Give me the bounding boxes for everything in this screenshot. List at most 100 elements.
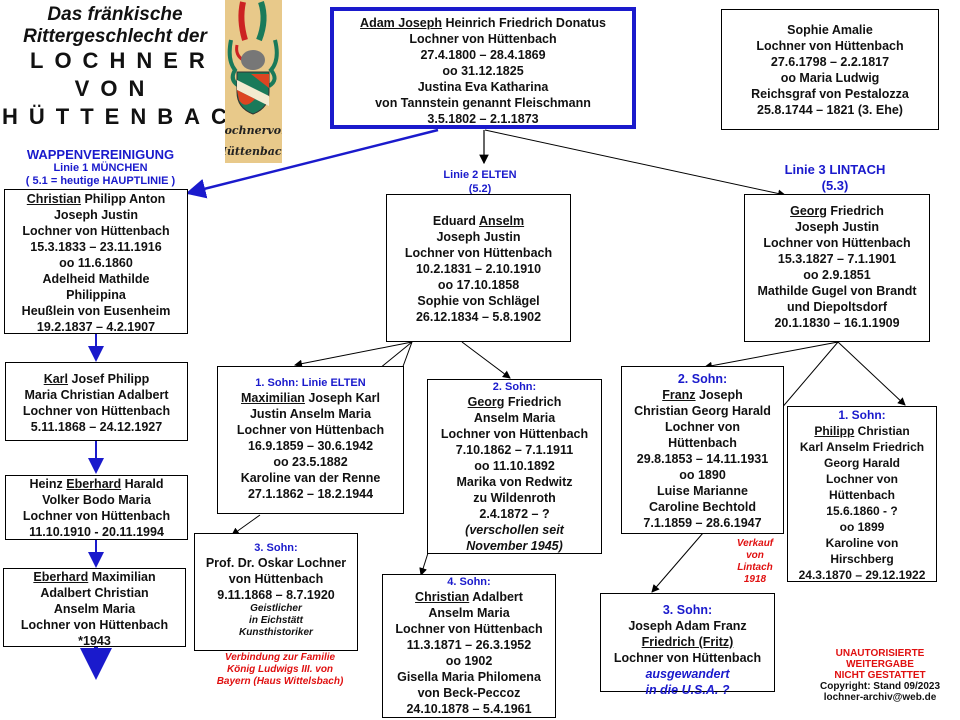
- karl-name-rest: Josef Philipp: [68, 372, 150, 386]
- philipp-line: Karoline von: [825, 536, 899, 550]
- georg-l2-line: Anselm Maria: [473, 411, 556, 425]
- christian-line: 15.3.1833 – 23.11.1916: [30, 240, 162, 254]
- person-box-christian-adalbert[interactable]: 4. Sohn: Christian Adalbert Anselm Maria…: [382, 574, 556, 718]
- georg-l2-line: 7.10.1862 – 7.1.1911: [455, 443, 574, 457]
- maximilian-given-name: Maximilian: [241, 391, 305, 405]
- maximilian-line: oo 23.5.1882: [273, 455, 348, 469]
- oskar-red-note: Verbindung zur Familie König Ludwigs III…: [205, 652, 355, 688]
- label-linie1-muenchen: Linie 1 MÜNCHEN: [53, 162, 148, 174]
- eduard-line: Sophie von Schlägel: [417, 294, 540, 308]
- christian-line: oo 11.6.1860: [59, 256, 133, 270]
- philipp-given-name: Philipp: [814, 424, 855, 438]
- philipp-name-rest: Christian: [854, 424, 910, 438]
- eberhard-line: Anselm Maria: [53, 602, 136, 616]
- connector-georg-christian: [419, 552, 429, 576]
- christian-l2-line: 24.10.1878 – 5.4.1961: [406, 702, 532, 716]
- philipp-line: oo 1899: [839, 520, 885, 534]
- person-box-georg-elten[interactable]: 2. Sohn: Georg Friedrich Anselm Maria Lo…: [427, 379, 602, 554]
- franz-name-rest: Joseph: [695, 388, 743, 402]
- root-line: 3.5.1802 – 2.1.1873: [427, 112, 539, 126]
- sister-line: oo Maria Ludwig: [780, 71, 880, 85]
- label-wappenvereinigung: WAPPENVEREINIGUNG: [26, 147, 175, 162]
- connector-eduard-maximilian: [294, 341, 413, 368]
- franz-line: Hüttenbach: [668, 436, 737, 450]
- eduard-given-name: Anselm: [478, 214, 525, 228]
- christian-l2-heading: 4. Sohn:: [447, 576, 491, 588]
- person-box-fritz[interactable]: 3. Sohn: Joseph Adam Franz Friedrich (Fr…: [600, 593, 775, 697]
- label-linie2-elten: Linie 2 ELTEN: [443, 169, 517, 181]
- warning-line: NICHT GESTATTET: [834, 670, 926, 681]
- person-box-oskar[interactable]: 3. Sohn: Prof. Dr. Oskar Lochner von Hüt…: [194, 533, 358, 651]
- eduard-line: Lochner von Hüttenbach: [404, 246, 553, 260]
- christian-l2-line: Gisella Maria Philomena: [397, 670, 541, 684]
- oskar-red-note-line: Bayern (Haus Wittelsbach): [216, 676, 344, 687]
- franz-red-note-line: von: [746, 550, 764, 561]
- heinz-name-pre: Heinz: [29, 477, 67, 491]
- christian-l2-line: oo 1902: [445, 654, 493, 668]
- franz-line: Luise Marianne: [657, 484, 748, 498]
- eduard-line: 10.2.1831 – 2.10.1910: [415, 262, 542, 276]
- oskar-note: in Eichstätt: [249, 615, 303, 626]
- label-hauptlinie: ( 5.1 = heutige HAUPTLINIE ): [25, 175, 176, 187]
- copyright-text: Copyright: Stand 09/2023: [819, 681, 941, 692]
- person-box-adam-joseph[interactable]: Adam Joseph Heinrich Friedrich Donatus L…: [330, 7, 636, 129]
- label-linie3-number: (5.3): [821, 178, 849, 193]
- franz-line: oo 1890: [679, 468, 726, 482]
- label-linie2-number: (5.2): [468, 183, 492, 195]
- georg-l2-line: oo 11.10.1892: [474, 459, 555, 473]
- christian-given-name: Christian: [26, 192, 81, 206]
- sister-line: 27.6.1798 – 2.2.1817: [770, 55, 890, 69]
- person-box-karl[interactable]: Karl Josef Philipp Maria Christian Adalb…: [5, 362, 188, 441]
- georg-l2-given-name: Georg: [467, 395, 505, 409]
- maximilian-line: 27.1.1862 – 18.2.1944: [247, 487, 374, 501]
- eberhard-line: *1943: [78, 634, 111, 648]
- georg-l3-line: Joseph Justin: [794, 220, 880, 234]
- christian-line: Adelheid Mathilde: [42, 272, 150, 286]
- georg-l3-line: und Diepoltsdorf: [787, 300, 887, 314]
- person-box-heinz-eberhard[interactable]: Heinz Eberhard Harald Volker Bodo Maria …: [5, 475, 188, 540]
- fritz-given-name: Friedrich (Fritz): [641, 635, 734, 649]
- philipp-line: 24.3.1870 – 29.12.1922: [798, 568, 926, 582]
- fritz-note: in die U.S.A. ?: [645, 683, 730, 697]
- georg-l2-line: zu Wildenroth: [473, 491, 556, 505]
- root-given-name: Adam Joseph: [360, 16, 443, 30]
- root-line: von Tannstein genannt Fleischmann: [375, 96, 591, 110]
- person-box-maximilian[interactable]: 1. Sohn: Linie ELTEN Maximilian Joseph K…: [217, 366, 404, 514]
- warning-line: WEITERGABE: [846, 659, 914, 670]
- root-line: Justina Eva Katharina: [417, 80, 549, 94]
- title-line-2: Rittergeschlecht der: [23, 26, 207, 47]
- contact-email[interactable]: lochner-archiv@web.de: [823, 692, 937, 703]
- sister-line: Sophie Amalie: [787, 23, 873, 37]
- copyright-block: UNAUTORISIERTE WEITERGABE NICHT GESTATTE…: [805, 648, 955, 703]
- franz-line: 7.1.1859 – 28.6.1947: [643, 516, 762, 530]
- karl-line: Lochner von Hüttenbach: [22, 404, 171, 418]
- connector-franz-fritz: [651, 532, 704, 593]
- person-box-georg-lintach[interactable]: Georg Friedrich Joseph Justin Lochner vo…: [744, 194, 930, 342]
- philipp-line: 15.6.1860 - ?: [826, 504, 898, 518]
- christian-line: 19.2.1837 – 4.2.1907: [36, 320, 156, 334]
- franz-line: Christian Georg Harald: [634, 404, 771, 418]
- svg-text:Hüttenbach: Hüttenbach: [225, 145, 282, 158]
- philipp-line: Lochner von: [825, 472, 898, 486]
- person-box-eduard-anselm[interactable]: Eduard Anselm Joseph Justin Lochner von …: [386, 194, 571, 342]
- person-box-sophie-amalie[interactable]: Sophie Amalie Lochner von Hüttenbach 27.…: [721, 9, 939, 130]
- person-box-christian[interactable]: Christian Philipp Anton Joseph Justin Lo…: [4, 189, 188, 334]
- georg-l3-line: Lochner von Hüttenbach: [763, 236, 911, 250]
- christian-line: Joseph Justin: [53, 208, 139, 222]
- person-box-franz[interactable]: 2. Sohn: Franz Joseph Christian Georg Ha…: [621, 366, 784, 534]
- georg-l3-line: 15.3.1827 – 7.1.1901: [777, 252, 897, 266]
- karl-line: 5.11.1868 – 24.12.1927: [30, 420, 163, 434]
- georg-l3-given-name: Georg: [790, 204, 827, 218]
- christian-l2-line: 11.3.1871 – 26.3.1952: [406, 638, 532, 652]
- sister-line: Reichsgraf von Pestalozza: [751, 87, 909, 101]
- eberhard-line: Lochner von Hüttenbach: [20, 618, 169, 632]
- georg-l2-note: (verschollen seit: [465, 523, 564, 537]
- christian-name-rest: Philipp Anton: [80, 192, 166, 206]
- person-box-philipp[interactable]: 1. Sohn: Philipp Christian Karl Anselm F…: [787, 406, 937, 582]
- georg-l2-heading: 2. Sohn:: [492, 381, 537, 393]
- connector-georg-franz: [704, 341, 839, 370]
- maximilian-line: Justin Anselm Maria: [249, 407, 372, 421]
- franz-red-note-line: Verkauf: [736, 538, 774, 549]
- person-box-eberhard[interactable]: Eberhard Maximilian Adalbert Christian A…: [3, 568, 186, 648]
